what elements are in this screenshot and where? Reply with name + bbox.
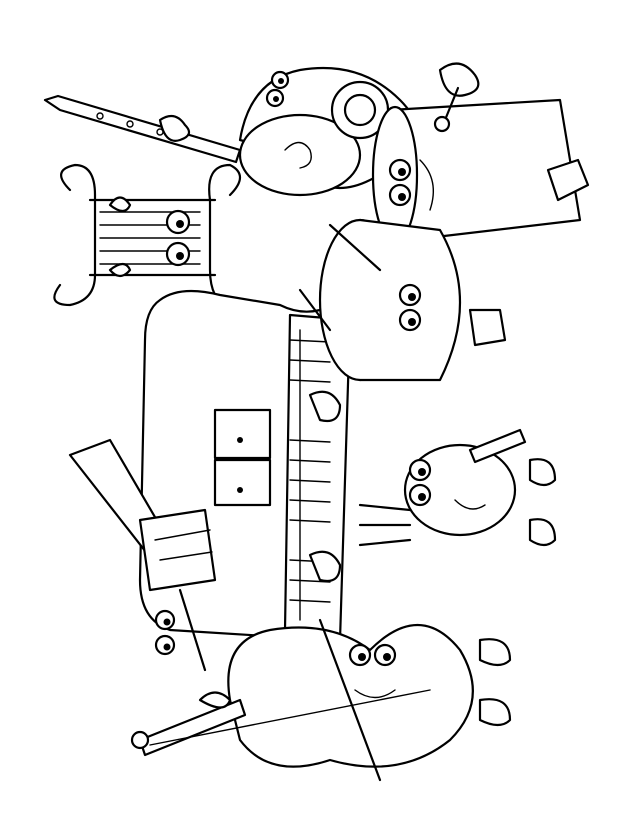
- snare-drum-character: [298, 218, 507, 382]
- drum-character: [371, 62, 590, 245]
- lyre-character: [53, 163, 242, 312]
- trumpet-character: [68, 438, 217, 672]
- bagpipe-character: [358, 428, 557, 547]
- double-bass-character: [130, 618, 512, 782]
- flute-character: [43, 94, 242, 164]
